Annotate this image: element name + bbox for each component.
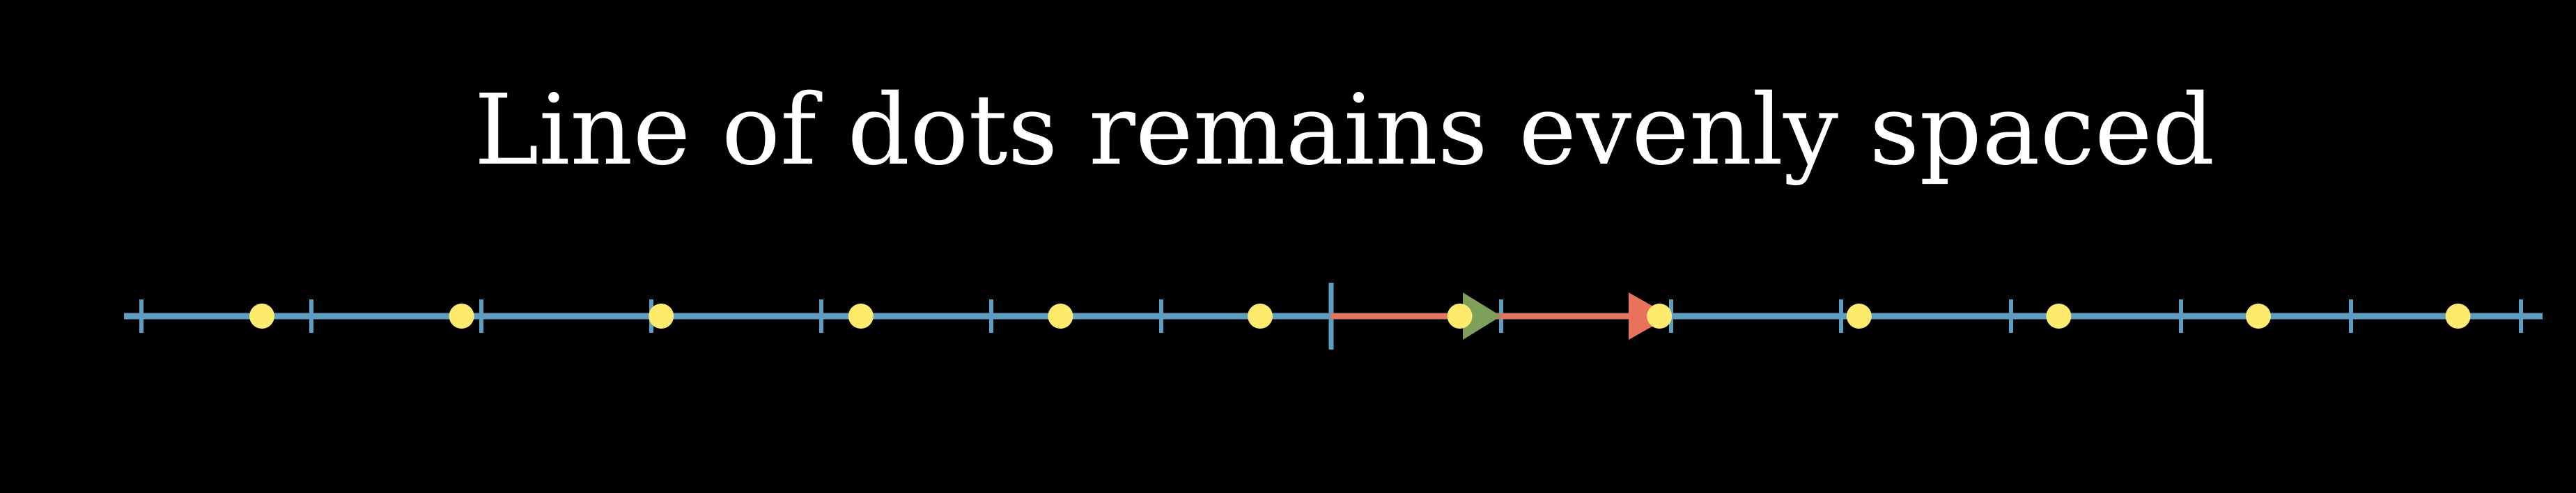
page-title: Line of dots remains evenly spaced [474,74,2215,187]
green-vector-arrowhead [1463,292,1501,340]
dots [249,304,2471,329]
dot [1447,304,1473,329]
dot [649,304,674,329]
dot [848,304,874,329]
dot [1846,304,1872,329]
dot [2445,304,2471,329]
dot [249,304,274,329]
dot [1647,304,1673,329]
dot [2046,304,2072,329]
dot [1248,304,1273,329]
dot [1048,304,1073,329]
dot [2246,304,2271,329]
dot [449,304,474,329]
